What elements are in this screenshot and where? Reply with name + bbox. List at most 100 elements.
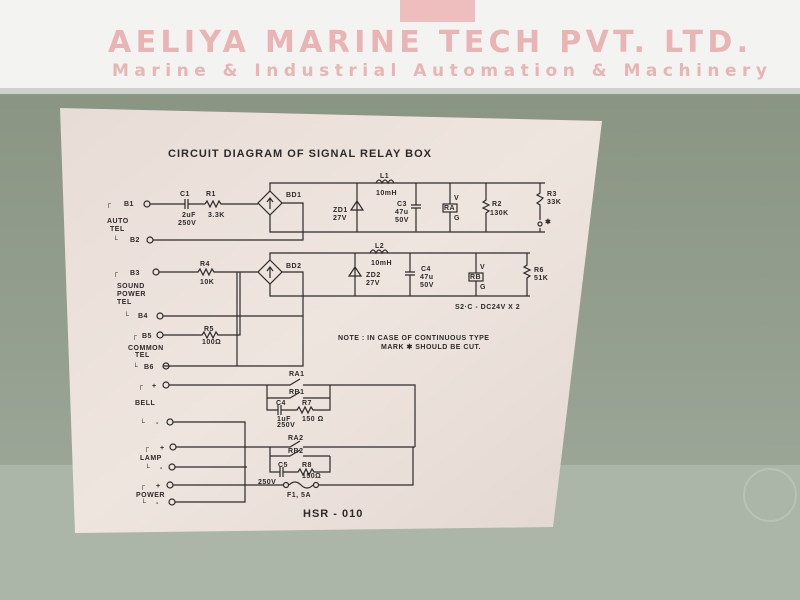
diagram-label: 130K (490, 210, 509, 217)
diagram-label: G (480, 284, 486, 291)
diagram-label: ZD1 (333, 207, 348, 214)
diagram-label: BELL (135, 400, 156, 407)
diagram-label: 50V (395, 217, 409, 224)
circuit-wire: ┌ (138, 383, 143, 390)
diagram-label: SOUND (117, 283, 145, 290)
diagram-label: LAMP (140, 455, 162, 462)
diagram-label: BD2 (286, 263, 302, 270)
circuit-wire (411, 183, 421, 232)
diagram-label: RB (470, 274, 481, 281)
diagram-label: 47u (395, 209, 409, 216)
circuit-wire (175, 440, 415, 477)
circuit-wire (159, 267, 258, 366)
diagram-label: + (156, 483, 161, 490)
note-text: MARK ✱ SHOULD BE CUT. (381, 343, 481, 351)
circuit-wire (522, 253, 532, 296)
diagram-label: 50V (420, 282, 434, 289)
diagram-label: RA1 (289, 371, 305, 378)
relay-spec: S2·C - DC24V X 2 (455, 304, 520, 311)
circuit-wire (349, 183, 365, 232)
circuit-wire (400, 0, 475, 22)
diagram-label: - (156, 420, 159, 427)
terminal-screw (282, 481, 290, 489)
circuit-wire: ┌ (144, 445, 149, 452)
diagram-label: L2 (375, 243, 384, 250)
circuit-wire: ┌ (113, 270, 118, 277)
diagram-title: CIRCUIT DIAGRAM OF SIGNAL RELAY BOX (168, 148, 432, 160)
diagram-label: R5 (204, 326, 214, 333)
circuit-wire (163, 252, 530, 367)
diagram-label: V (480, 264, 485, 271)
circuit-wire: └ (113, 235, 118, 244)
diagram-label: 3.3K (208, 212, 225, 219)
circuit-wire: └ (145, 463, 150, 472)
circuit-wire (375, 179, 395, 185)
diagram-label: 2uF (182, 212, 196, 219)
diagram-label: TEL (135, 352, 150, 359)
note-text: NOTE : IN CASE OF CONTINUOUS TYPE (338, 335, 489, 342)
diagram-label: B4 (138, 313, 148, 320)
model-number: HSR - 010 (303, 508, 363, 520)
top-band-edge (0, 88, 800, 94)
watermark-logo: AELIYA MARINE TECH PVT. LTD. Marine & In… (108, 0, 767, 81)
diagram-label: R6 (534, 267, 544, 274)
diagram-label: - (156, 500, 159, 507)
diagram-label: 10mH (376, 190, 397, 197)
diagram-label: POWER (117, 291, 146, 298)
diagram-label: 150Ω (302, 473, 321, 480)
circuit-wire (169, 378, 416, 503)
diagram-label: 51K (534, 275, 548, 282)
circuit-wire (347, 253, 363, 296)
diagram-label: 100Ω (202, 339, 221, 346)
circuit-wire (163, 272, 241, 340)
diagram-label: R1 (206, 191, 216, 198)
circuit-wire (405, 253, 415, 296)
circuit-wire: └ (124, 311, 129, 320)
circuit-wire (150, 199, 258, 209)
diagram-label: R3 (547, 191, 557, 198)
circuit-wire: ┌ (140, 483, 145, 490)
diagram-label: 150 Ω (302, 416, 324, 423)
circuit-wire (153, 182, 545, 241)
diagram-label: RB2 (288, 448, 304, 455)
diagram-label: R2 (492, 201, 502, 208)
diagram-label: C1 (180, 191, 190, 198)
diagram-label: B6 (144, 364, 154, 371)
diagram-label: 47u (420, 274, 434, 281)
circuit-diagram: CIRCUIT DIAGRAM OF SIGNAL RELAY BOX ┌B1 … (106, 148, 561, 520)
diagram-label: C4 (421, 266, 431, 273)
diagram-label: B3 (130, 270, 140, 277)
diagram-label: 27V (333, 215, 347, 222)
diagram-label: ✱ (545, 218, 551, 226)
diagram-label: 10K (200, 279, 214, 286)
panel-knockout (743, 468, 797, 522)
diagram-label: 1uF (277, 416, 291, 423)
diagram-label: R7 (302, 400, 312, 407)
diagram-label: C5 (278, 462, 288, 469)
diagram-label: AELIYA MARINE TECH PVT. LTD. (108, 25, 748, 60)
circuit-wire: ┌ (132, 333, 137, 340)
diagram-label: ZD2 (366, 272, 381, 279)
diagram-label: TEL (110, 226, 125, 233)
circuit-wire (369, 249, 389, 255)
diagram-label: F1, 5A (287, 492, 311, 499)
diagram-label: B2 (130, 237, 140, 244)
terminal-screw (168, 498, 176, 506)
diagram-label: 250V (277, 422, 295, 429)
diagram-label: B5 (142, 333, 152, 340)
diagram-label: COMMON (128, 345, 164, 352)
circuit-wire: └ (140, 418, 145, 427)
diagram-label: RA (444, 205, 455, 212)
diagram-label: POWER (136, 492, 165, 499)
terminal-screw (312, 481, 320, 489)
diagram-label: R4 (200, 261, 210, 268)
circuit-wire: └ (133, 362, 138, 371)
diagram-label: 10mH (371, 260, 392, 267)
circuit-wire: └ (141, 498, 146, 507)
diagram-label: RA2 (288, 435, 304, 442)
diagram-label: V (454, 195, 459, 202)
diagram-label: 27V (366, 280, 380, 287)
diagram-label: C3 (397, 201, 407, 208)
diagram-label: 33K (547, 199, 561, 206)
diagram-label: L1 (380, 173, 389, 180)
